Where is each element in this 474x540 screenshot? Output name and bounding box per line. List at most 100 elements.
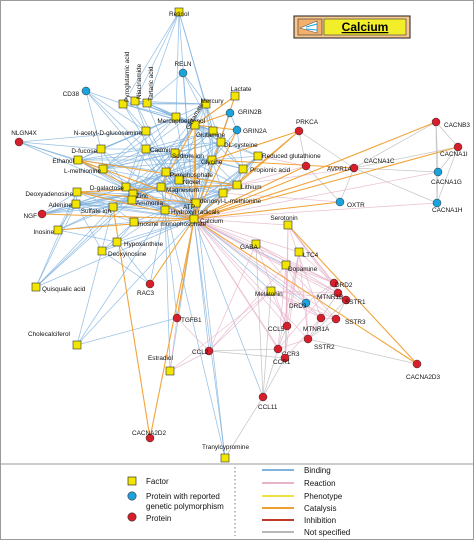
edge-catalysis-calcium-cacna1i — [193, 146, 459, 220]
node-label-reln: RELN — [174, 61, 191, 68]
edge-binding-sulfate-ion-hydroxyl-radicals — [112, 206, 166, 211]
edge-reaction-calcium-cacna1h — [193, 202, 438, 220]
edge-catalysis-calcium-cacna2d2 — [149, 218, 195, 439]
node-label-ltc4: LTC4 — [303, 252, 319, 259]
edge-binding-calcium-cholecalciferol — [76, 218, 195, 346]
node-cacna1i-circle — [453, 142, 463, 152]
legend-polymorphism-label: Protein with reported genetic polymorphi… — [146, 492, 224, 511]
node-retinol: Retinol — [169, 7, 189, 18]
edge-not-specified-cacna1c-cacna1h — [353, 167, 438, 204]
node-label-ccl5: CCL5 — [268, 326, 285, 333]
node-ltc4-square — [294, 247, 304, 257]
edge-binding-dl-cysteine-reduced-glutathione — [220, 141, 259, 157]
edge-binding-nlgn4x-n-acetyl-d-glucosamine — [18, 130, 147, 143]
edge-binding-pyrophosphate-d-galactose — [125, 171, 167, 188]
node-label-melatonin: Melatonin — [255, 291, 283, 298]
edge-catalysis-calcium-grin2a — [193, 129, 238, 220]
node-gaba: GABA — [240, 239, 261, 251]
edge-reaction-ccr1-serotonin — [284, 224, 289, 359]
edge-reaction-ccl2-estradiol — [169, 350, 210, 372]
edge-binding-mercury-dl-cysteine — [205, 103, 222, 143]
legend-edge-phenotype-label: Phenotype — [304, 492, 343, 501]
edge-catalysis-calcium-deoxyadenosine — [76, 191, 195, 220]
node-ccl5-circle — [282, 321, 292, 331]
node-atp: ATP — [183, 198, 201, 211]
edge-binding-cholecalciferol-sulfate-ion — [76, 206, 114, 346]
node-label-cacnb3: CACNB3 — [444, 122, 470, 129]
edge-catalysis-ethanol-lithium — [77, 159, 238, 186]
node-tartaric-acid-square — [142, 98, 152, 108]
node-label-rac3: RAC3 — [137, 290, 154, 297]
edge-reaction-oxtr-s-adenosyl-l-methionine — [222, 192, 341, 203]
node-ccr3: CCR3 — [273, 344, 300, 358]
node-niacinamide: Niacinamide — [130, 63, 143, 106]
edge-not-specified-sstr1-sstr2 — [307, 299, 347, 340]
edge-not-specified-cacnb3-cacna1i — [435, 121, 459, 148]
node-label-inosine-monophosphate: Inosine monophosphate — [138, 221, 207, 228]
node-estradiol: Estradiol — [148, 355, 175, 376]
node-cacna2d2: CACNA2D2 — [132, 430, 167, 443]
edge-binding-pyroglutamic-acid-glutamate — [122, 103, 196, 126]
node-mercury-square — [201, 99, 211, 109]
node-adenine: Adenine — [49, 199, 81, 209]
edge-reaction-ccr1-mtnr1a — [284, 317, 322, 359]
node-label-adenine: Adenine — [49, 202, 73, 209]
edge-not-specified-cacna1g-cacna1h — [436, 171, 439, 204]
edge-reaction-sstr1-melatonin — [270, 290, 347, 301]
edge-reaction-mtnr1b-melatonin — [270, 290, 339, 294]
edge-binding-calcium-adenine — [75, 203, 195, 220]
edge-reaction-mtnr1b-serotonin — [287, 224, 339, 294]
node-mtnr1b-circle — [333, 288, 343, 298]
edge-binding-cd38-cadmium — [85, 90, 147, 150]
edge-binding-glutamate-glycine — [194, 124, 213, 161]
edge-not-specified-cacna1c-cacna1i — [353, 146, 459, 169]
edge-binding-calcium-hypoxanthine — [116, 218, 195, 243]
edge-layer — [18, 11, 459, 459]
node-label-cd38: CD38 — [63, 91, 80, 98]
edge-binding-inosine-monophosphate-adenine — [75, 203, 135, 223]
edge-binding-cd38-d-fucose — [85, 90, 102, 150]
edge-catalysis-calcium-rac3 — [149, 218, 195, 285]
legend-edge-binding: Binding — [262, 466, 331, 475]
node-avpr1a-circle — [301, 161, 311, 171]
node-label-cacna1h: CACNA1H — [432, 207, 463, 214]
node-drd2-circle — [329, 278, 339, 288]
node-rac3: RAC3 — [137, 279, 154, 297]
node-cacna1i: CACNA1I — [440, 142, 468, 158]
node-ngf-circle — [37, 209, 47, 219]
edge-binding-l-methionine-glycine — [102, 159, 213, 170]
node-label-magnesium: Magnesium — [166, 187, 199, 194]
edge-binding-cholecalciferol-hydroxyl-radicals — [76, 209, 166, 346]
edge-binding-ngf-sulfate-ion — [41, 206, 114, 215]
node-sulfate-ion: Sulfate ion — [81, 202, 118, 215]
node-sodium-ion: Sodium ion — [170, 148, 204, 160]
edge-reaction-drd3-gaba — [255, 243, 307, 304]
node-cacna2d3: CACNA2D3 — [406, 359, 441, 381]
edge-binding-atp-glycine — [195, 159, 213, 204]
edge-binding-n-acetyl-d-glucosamine-niacinamide — [134, 100, 147, 132]
legend-edge-binding-label: Binding — [304, 466, 331, 475]
edge-catalysis-atp-glutamate — [194, 124, 197, 204]
edge-reaction-drd2-dopamine — [285, 264, 335, 284]
edge-catalysis-calcium-inosine — [57, 218, 195, 231]
edge-catalysis-calcium-cacnb3 — [193, 121, 437, 220]
legend-protein-label: Protein — [146, 514, 171, 523]
node-label-d-fucose: D-fucose — [71, 148, 97, 155]
node-label-sulfate-ion: Sulfate ion — [81, 208, 112, 215]
node-magnesium: Magnesium — [156, 182, 199, 194]
node-mtnr1a-circle — [316, 313, 326, 323]
node-glutamine: Glutamine — [196, 126, 226, 139]
edge-reaction-ccl2-melatonin — [208, 290, 272, 352]
node-label-cacna1i: CACNA1I — [440, 151, 468, 158]
node-sulfate-ion-square — [108, 202, 118, 212]
node-label-hypoxanthine: Hypoxanthine — [124, 241, 164, 248]
edge-reaction-calcium-serotonin — [193, 218, 289, 226]
edge-binding-inosine-sulfate-ion — [57, 206, 114, 231]
edge-binding-calcium-ccl2 — [193, 218, 210, 352]
edge-binding-zinc-mercury — [132, 103, 207, 195]
node-cadmium-square — [141, 144, 151, 154]
node-retinol-square — [174, 7, 184, 17]
node-prkca-circle — [294, 126, 304, 136]
node-label-sstr3: SSTR3 — [345, 319, 366, 326]
node-label-cadmium: Cadmium — [150, 147, 177, 154]
